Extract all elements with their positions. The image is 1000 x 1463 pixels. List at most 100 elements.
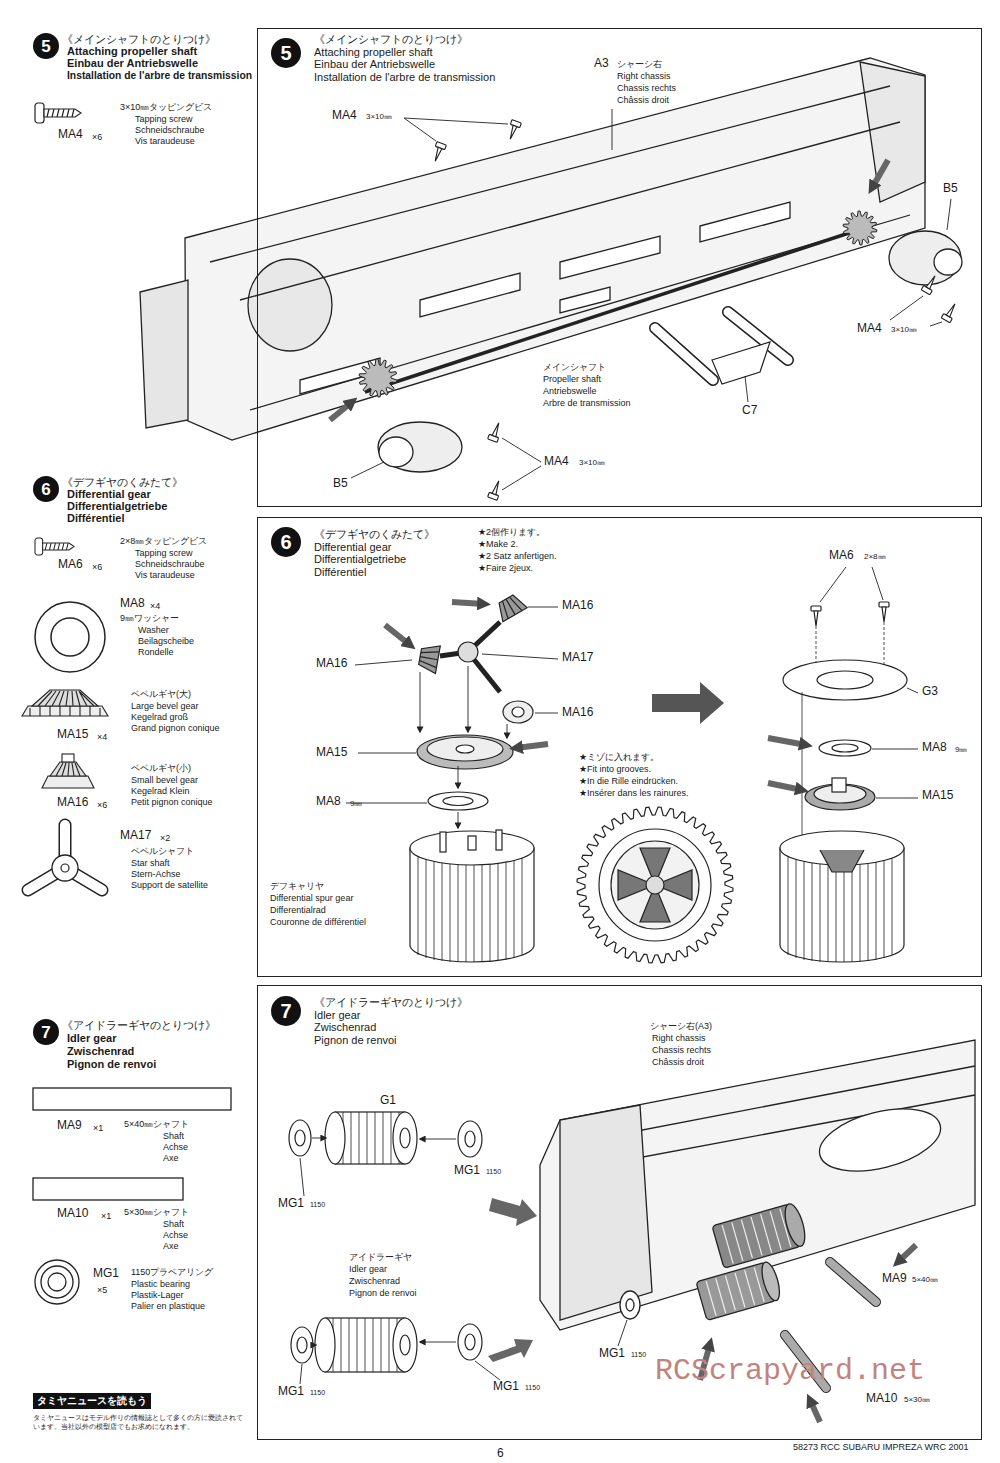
part-caption: ×5 [97,1285,107,1295]
part-caption: Einbau der Antriebswelle [67,57,198,70]
part-caption: 3×10㎜ [579,458,605,467]
small-bevel-gear-icon [42,776,94,788]
large-bevel-gear-icon [22,706,108,716]
part-code: MA16 [57,796,88,810]
shaft-icon [33,1088,231,1110]
part-caption: Right chassis [617,71,671,81]
part-code: MA6 [58,558,83,572]
leader-line [404,118,508,141]
spur-gear-drawing [577,807,733,963]
diff-exploded-drawing [443,797,473,806]
part-code: B5 [943,182,958,196]
bearing-icon [41,1266,73,1298]
part-caption: Achse [163,1142,188,1152]
leader-line [351,109,951,490]
chassis-drawing [781,1202,809,1249]
part-caption: Idler gear [349,1264,387,1274]
tapping-screw-icon [44,109,81,117]
part-caption: Large bevel gear [131,701,199,711]
diff-assembly-drawing [820,850,864,872]
part-caption: 1150 [631,1351,646,1359]
part-caption: Washer [138,625,169,635]
bracket-drawing [712,342,770,384]
part-code: MA17 [120,829,151,843]
small-bevel-gear-icon [62,754,74,762]
diff-housing-drawing [379,437,413,467]
bracket-drawing [655,312,788,384]
chassis-drawing [540,1040,975,1330]
part-caption: Palier en plastique [131,1301,205,1311]
grease-arrow [810,1400,820,1422]
leader-line [745,376,748,402]
part-caption: 1150 [310,1389,325,1397]
part-caption: Differential gear [67,488,151,501]
part-code: MA4 [544,455,569,469]
diff-exploded-drawing [496,830,502,850]
part-caption: Differentialrad [270,905,326,915]
part-caption: ★ミゾに入れます。 [579,752,659,762]
part-code: MA8 [922,741,947,755]
part-caption: Châssis droit [617,95,669,105]
part-caption: ×4 [97,732,107,742]
screw-drawing [492,422,501,437]
leader-line [535,713,558,714]
part-code: 6 [497,1447,504,1461]
part-caption: Achse [163,1230,188,1240]
leader-line [300,1364,302,1384]
part-caption: ×6 [97,800,107,810]
part-caption: アイドラーギヤ [349,1252,412,1262]
bracket-drawing [655,328,713,380]
leader-line [346,567,918,803]
part-code: A3 [594,57,609,71]
part-caption: Rondelle [138,647,174,657]
step-number-circle: 7 [33,1019,59,1045]
leader-line [355,660,412,665]
part-caption: 58273 RCC SUBARU IMPREZA WRC 2001 [793,1442,969,1452]
diff-assembly-drawing [802,692,803,840]
diff-exploded-drawing [418,852,522,962]
washer-icon [35,602,105,672]
tapping-screw-icon [35,103,81,123]
part-caption: 5×40㎜ [912,1275,938,1284]
part-code: MA9 [57,1119,82,1133]
part-caption: Idler gear [67,1032,117,1045]
chassis-drawing [706,1267,764,1315]
part-caption: Plastic bearing [131,1279,190,1289]
diff-assembly-drawing [780,602,907,962]
leader-line [612,109,613,150]
shaft-drawing [830,1262,876,1302]
part-caption: Small bevel gear [131,775,198,785]
part-caption: ベベルギヤ(大) [131,689,191,699]
part-code: MG1 [278,1385,304,1399]
step-arrow [488,1198,537,1362]
part-caption: Right chassis [652,1033,706,1043]
notice-heading-box: タミヤニュースを読もう [33,1393,151,1409]
step-heading: 《デフギヤのくみたて》 [314,528,435,541]
leader-line [351,462,384,478]
screw-drawing [492,480,501,495]
diff-exploded-drawing [458,642,478,662]
part-caption: ×2 [160,833,170,843]
star-shaft-icon [61,864,69,872]
leader-line [618,1320,627,1346]
idler-gear-exploded-drawing [393,1112,417,1164]
part-caption: 3×10㎜ [366,112,392,121]
part-caption: Pignon de renvoi [349,1288,417,1298]
part-code: MA10 [57,1207,88,1221]
shaft-icon [33,1178,183,1200]
step-number-circle: 6 [271,527,301,557]
part-caption: Differential spur gear [270,893,353,903]
part-caption: ベベルシャフト [131,846,194,856]
leader-line [300,1158,627,1384]
chassis-drawing [620,1291,640,1319]
part-caption: 《デフギヤのくみたて》 [62,476,183,489]
part-caption: ベベルギヤ(小) [131,763,191,773]
step-heading: Einbau der Antriebswelle [314,58,435,71]
step-number-circle: 5 [271,38,301,68]
washer-icon [35,602,105,672]
tapping-screw-icon [43,543,74,550]
step-arrow [489,1198,537,1226]
grease-arrow [768,783,802,790]
small-bevel-gear-icon [42,754,94,788]
part-caption: Pignon de renvoi [67,1058,156,1071]
